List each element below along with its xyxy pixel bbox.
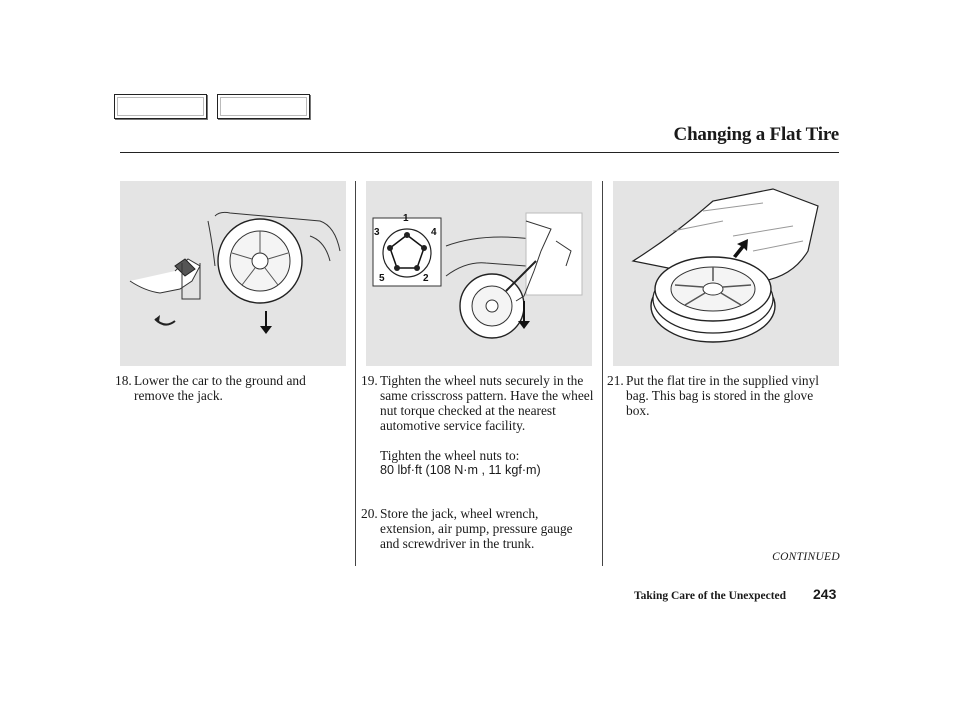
- figure-lower-car: [120, 181, 346, 366]
- figure-bag-tire: [613, 181, 839, 366]
- nut-label-3: 3: [374, 227, 380, 238]
- lower-car-illustration: [129, 211, 341, 334]
- step-text: Put the flat tire in the supplied vinyl …: [626, 373, 820, 418]
- tire-in-bag-illustration: [631, 188, 819, 343]
- nut-label-4: 4: [431, 227, 437, 238]
- step-text: Store the jack, wheel wrench, extension,…: [380, 506, 573, 551]
- step-text: Tighten the wheel nuts securely in the s…: [380, 373, 594, 433]
- step-text: Lower the car to the ground and remove t…: [134, 373, 306, 403]
- step-18: 18. Lower the car to the ground and remo…: [115, 373, 340, 403]
- torque-intro: Tighten the wheel nuts to:: [380, 448, 520, 463]
- nut-label-5: 5: [379, 273, 385, 284]
- torque-value: 80 lbf·ft (108 N·m , 11 kgf·m): [380, 463, 541, 477]
- nut-label-2: 2: [423, 273, 429, 284]
- column-divider-2: [602, 181, 603, 566]
- step-number: 20.: [361, 506, 378, 521]
- nav-button-2[interactable]: [217, 94, 310, 119]
- nut-label-1: 1: [403, 213, 409, 224]
- nav-button-1[interactable]: [114, 94, 207, 119]
- step-20: 20. Store the jack, wheel wrench, extens…: [361, 506, 587, 551]
- step-21: 21. Put the flat tire in the supplied vi…: [607, 373, 827, 418]
- step-number: 18.: [115, 373, 132, 388]
- step-number: 19.: [361, 373, 378, 388]
- page-title: Changing a Flat Tire: [673, 124, 840, 145]
- step-number: 21.: [607, 373, 624, 388]
- figure-tighten-nuts: 1 2 3 4 5: [366, 181, 592, 366]
- title-divider: [120, 152, 839, 153]
- footer-section-title: Taking Care of the Unexpected: [634, 590, 787, 602]
- column-divider-1: [355, 181, 356, 566]
- page-number: 243: [813, 586, 837, 602]
- step-19: 19. Tighten the wheel nuts securely in t…: [361, 373, 594, 478]
- tighten-nuts-illustration: 1 2 3 4 5: [372, 212, 583, 339]
- continued-label: CONTINUED: [772, 551, 840, 563]
